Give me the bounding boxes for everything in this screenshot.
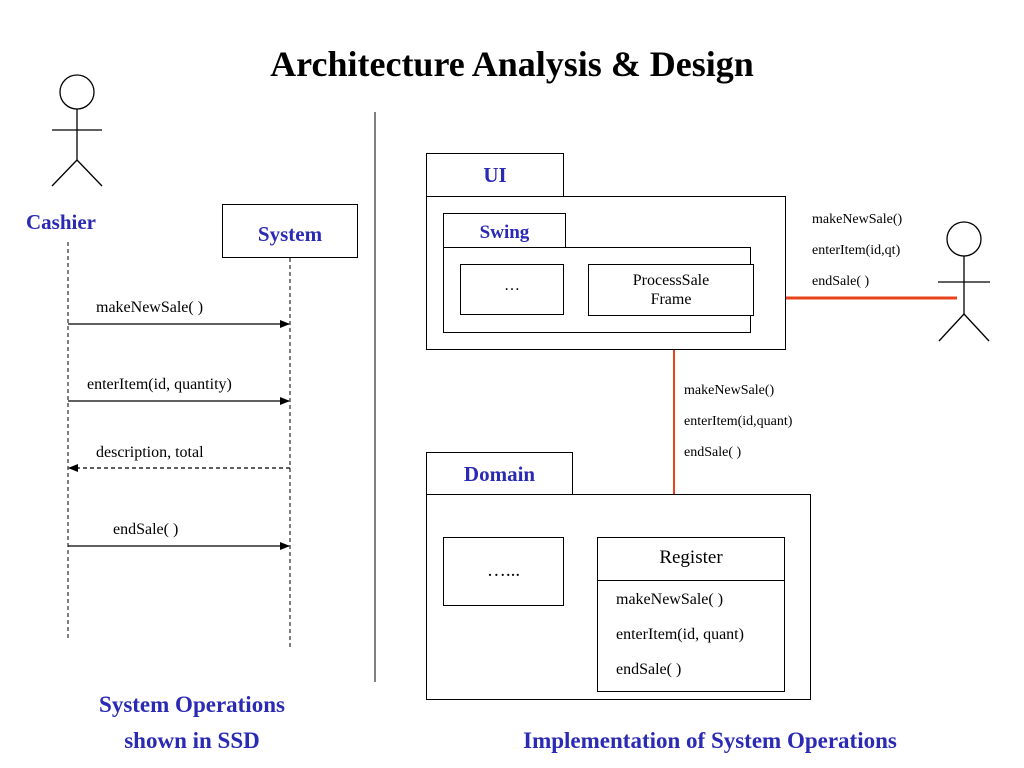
register-op-makenewsale: makeNewSale( ) bbox=[616, 591, 724, 608]
cashier-label: Cashier bbox=[26, 210, 96, 234]
user-actor-icon bbox=[938, 221, 990, 342]
domain-msg-makenewsale: makeNewSale() bbox=[684, 383, 775, 398]
actor-msg-enteritem: enterItem(id,qt) bbox=[812, 243, 901, 258]
processsale-frame-line2: Frame bbox=[650, 291, 692, 308]
processsale-frame-class: ProcessSale Frame bbox=[588, 264, 754, 316]
register-compartment-divider bbox=[598, 580, 784, 581]
ssd-caption-line1: System Operations bbox=[99, 692, 285, 717]
domain-ellipsis-label: …... bbox=[486, 560, 521, 581]
domain-package-tab: Domain bbox=[426, 452, 573, 496]
swing-package-label: Swing bbox=[479, 222, 530, 243]
domain-ellipsis-class: …... bbox=[443, 537, 564, 606]
processsale-frame-line1: ProcessSale bbox=[632, 272, 710, 289]
register-op-endsale: endSale( ) bbox=[616, 661, 682, 678]
msg-label-enteritem: enterItem(id, quantity) bbox=[87, 376, 232, 393]
swing-package-tab: Swing bbox=[443, 213, 566, 248]
actor-msg-makenewsale: makeNewSale() bbox=[812, 212, 903, 227]
msg-label-description-total: description, total bbox=[96, 444, 204, 461]
domain-msg-endsale: endSale( ) bbox=[684, 445, 742, 460]
ui-package-label: UI bbox=[483, 163, 507, 187]
system-label: System bbox=[257, 222, 323, 246]
register-class: Register makeNewSale( ) enterItem(id, qu… bbox=[597, 537, 785, 692]
msg-label-makenewsale: makeNewSale( ) bbox=[96, 299, 204, 316]
ui-package-tab: UI bbox=[426, 153, 564, 197]
page-title: Architecture Analysis & Design bbox=[270, 44, 754, 84]
domain-msg-enteritem: enterItem(id,quant) bbox=[684, 414, 793, 429]
msg-label-endsale: endSale( ) bbox=[113, 521, 179, 538]
register-class-name: Register bbox=[659, 547, 723, 568]
system-lifeline-box: System bbox=[222, 204, 358, 258]
actor-msg-endsale: endSale( ) bbox=[812, 274, 870, 289]
swing-ellipsis-class: … bbox=[460, 264, 564, 315]
impl-caption: Implementation of System Operations bbox=[523, 728, 897, 753]
domain-package-label: Domain bbox=[463, 462, 536, 486]
register-op-enteritem: enterItem(id, quant) bbox=[616, 626, 744, 643]
ssd-caption-line2: shown in SSD bbox=[124, 728, 260, 753]
cashier-actor-icon bbox=[51, 74, 103, 187]
swing-ellipsis-label: … bbox=[504, 277, 520, 294]
